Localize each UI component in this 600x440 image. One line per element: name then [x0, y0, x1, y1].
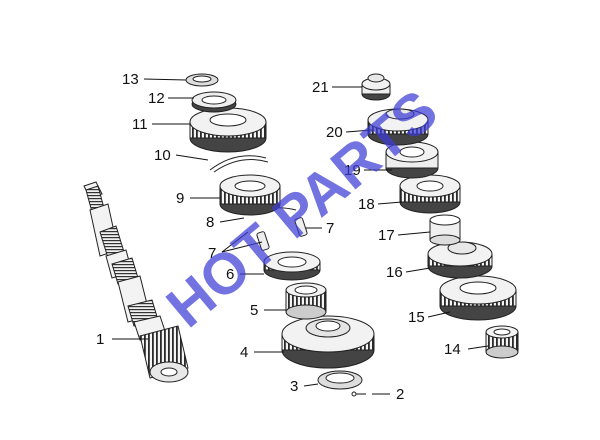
snap-ring-10 — [209, 155, 269, 173]
shifting-key-right — [294, 217, 308, 237]
label-7-right: 7 — [326, 220, 334, 237]
label-4: 4 — [240, 344, 248, 361]
gear-11 — [189, 107, 267, 153]
synchronizer-hub-6 — [263, 251, 321, 281]
label-17: 17 — [378, 227, 395, 244]
label-7-left: 7 — [208, 245, 216, 262]
label-15: 15 — [408, 309, 425, 326]
bushing-17 — [429, 214, 461, 246]
thrust-washer — [317, 370, 363, 390]
gear-18 — [399, 174, 461, 214]
gear-20 — [367, 108, 429, 146]
label-6: 6 — [226, 266, 234, 283]
needle-bearing-14 — [485, 325, 519, 359]
bearing-cap-21 — [361, 73, 391, 101]
label-20: 20 — [326, 124, 343, 141]
label-1: 1 — [96, 331, 104, 348]
label-8: 8 — [206, 214, 214, 231]
label-18: 18 — [358, 196, 375, 213]
label-21: 21 — [312, 79, 329, 96]
label-19: 19 — [344, 162, 361, 179]
large-gear-4 — [281, 315, 375, 369]
label-3: 3 — [290, 378, 298, 395]
main-shaft — [83, 181, 189, 383]
leader-lines — [112, 78, 489, 395]
label-13: 13 — [122, 71, 139, 88]
label-5: 5 — [250, 302, 258, 319]
label-16: 16 — [386, 264, 403, 281]
washer-13 — [185, 73, 219, 87]
synchronizer-ring-12 — [191, 91, 237, 113]
large-gear-15 — [439, 275, 517, 321]
gear-9 — [219, 174, 281, 216]
pin — [351, 391, 366, 397]
gear-19 — [385, 141, 439, 179]
label-2: 2 — [396, 386, 404, 403]
label-10: 10 — [154, 147, 171, 164]
label-11: 11 — [132, 116, 148, 133]
label-9: 9 — [176, 190, 184, 207]
gear-16 — [427, 241, 493, 279]
label-12: 12 — [148, 90, 165, 107]
label-14: 14 — [444, 341, 461, 358]
needle-bearing-5 — [285, 282, 327, 320]
